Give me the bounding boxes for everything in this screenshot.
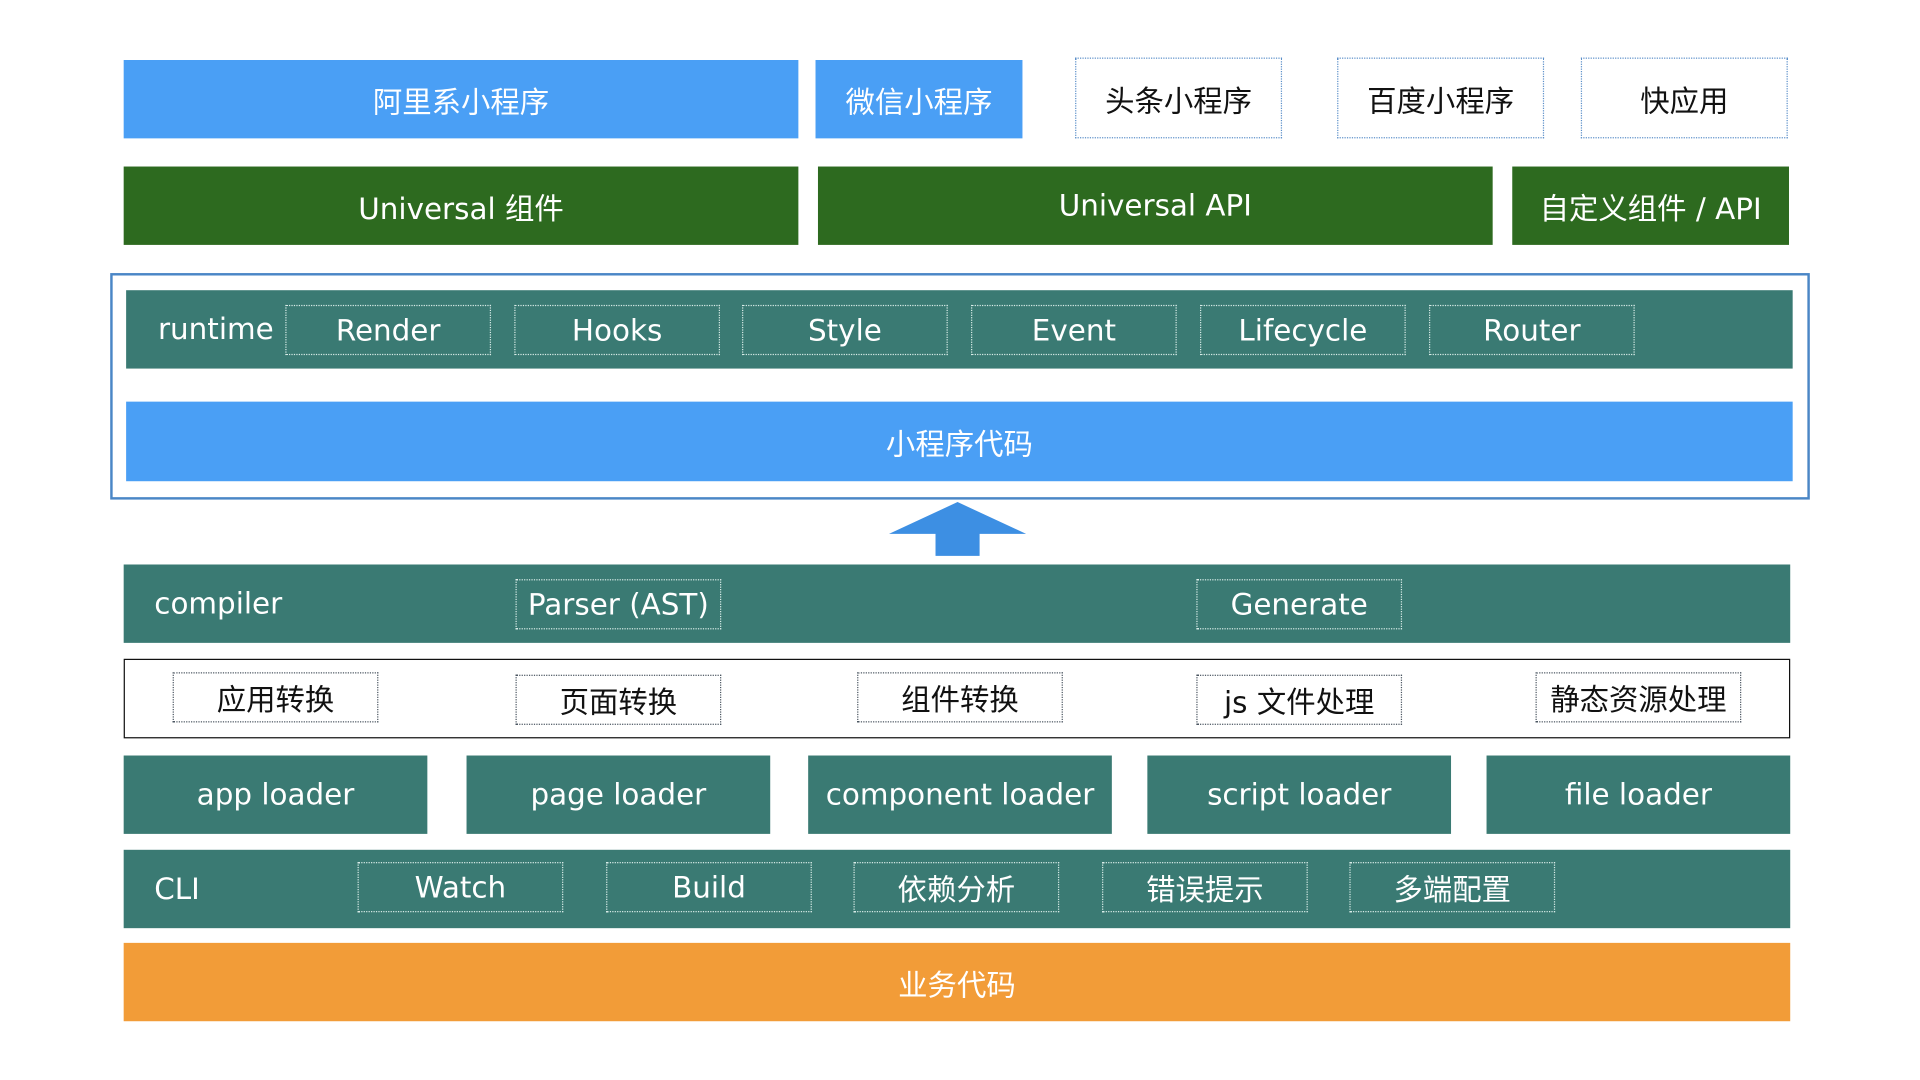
platform-quickapp: 快应用 — [1580, 57, 1788, 139]
loader-script: script loader — [1147, 755, 1452, 834]
business-code-bar: 业务代码 — [123, 942, 1791, 1022]
custom-components-api: 自定义组件 / API — [1512, 166, 1789, 245]
runtime-label: runtime — [157, 312, 274, 347]
runtime-item-render: Render — [285, 304, 492, 356]
loader-file: file loader — [1486, 755, 1791, 834]
cli-item-dependency-analysis: 依赖分析 — [853, 862, 1060, 913]
loader-app: app loader — [123, 755, 428, 834]
compiler-label: compiler — [154, 586, 283, 621]
runtime-item-router: Router — [1428, 304, 1635, 356]
miniapp-code-bar: 小程序代码 — [126, 401, 1793, 482]
runtime-item-lifecycle: Lifecycle — [1200, 304, 1406, 356]
runtime-bar — [126, 290, 1793, 369]
transform-app: 应用转换 — [172, 672, 379, 723]
up-arrow-icon — [888, 502, 1027, 556]
compiler-parser: Parser (AST) — [515, 579, 722, 630]
loader-component: component loader — [808, 755, 1112, 834]
cli-label: CLI — [154, 871, 200, 907]
platform-alibaba: 阿里系小程序 — [123, 60, 799, 139]
transform-page: 页面转换 — [515, 674, 722, 725]
transforms-row — [123, 658, 1791, 739]
runtime-item-style: Style — [742, 304, 948, 356]
transform-component: 组件转换 — [857, 672, 1063, 723]
transform-js: js 文件处理 — [1196, 674, 1403, 725]
platform-baidu: 百度小程序 — [1337, 57, 1545, 139]
loader-page: page loader — [466, 755, 771, 834]
cli-item-error-hints: 错误提示 — [1102, 862, 1308, 913]
runtime-item-hooks: Hooks — [514, 304, 721, 356]
compiler-bar — [123, 564, 1791, 643]
compiler-generate: Generate — [1196, 579, 1403, 630]
universal-components: Universal 组件 — [123, 166, 799, 245]
cli-item-build: Build — [606, 862, 812, 913]
runtime-item-event: Event — [971, 304, 1177, 356]
cli-item-watch: Watch — [357, 862, 564, 913]
universal-api: Universal API — [817, 166, 1493, 245]
cli-item-multi-platform-config: 多端配置 — [1349, 862, 1556, 913]
platform-toutiao: 头条小程序 — [1075, 57, 1283, 139]
transform-static: 静态资源处理 — [1535, 672, 1742, 723]
platform-wechat: 微信小程序 — [815, 60, 1023, 139]
